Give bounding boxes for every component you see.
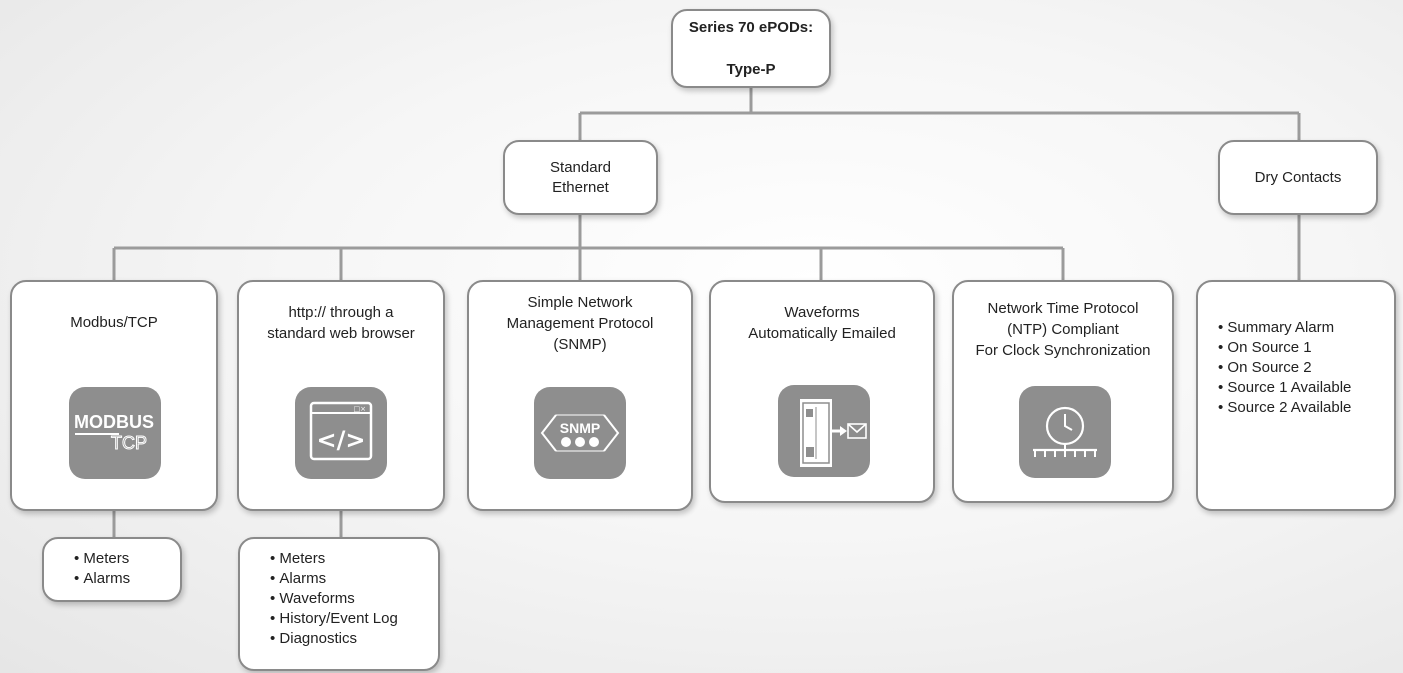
connector-group	[112, 88, 1301, 537]
cabinet-email-icon	[778, 385, 870, 477]
modbus-tcp-title: Modbus/TCP	[70, 314, 158, 331]
tcp-icon-text: TCP	[111, 433, 147, 453]
waveforms-title: Waveforms Automatically Emailed	[748, 304, 896, 342]
snmp-icon-text: SNMP	[560, 420, 600, 436]
snmp-card: Simple Network Management Protocol (SNMP…	[467, 280, 693, 511]
dry-contacts-list-card: Summary Alarm On Source 1 On Source 2 So…	[1196, 280, 1396, 511]
list-item: On Source 1	[1218, 338, 1351, 358]
dry-contacts-node: Dry Contacts	[1218, 140, 1378, 215]
standard-ethernet-label: Standard Ethernet	[550, 158, 611, 196]
list-item: Diagnostics	[270, 629, 398, 649]
http-features-list: Meters Alarms Waveforms History/Event Lo…	[270, 549, 398, 649]
modbus-features-box: Meters Alarms	[42, 537, 182, 602]
list-item: Meters	[270, 549, 398, 569]
list-item: Meters	[74, 549, 130, 569]
standard-ethernet-node: Standard Ethernet	[503, 140, 658, 215]
http-browser-card: http:// through a standard web browser _…	[237, 280, 445, 511]
list-item: Summary Alarm	[1218, 318, 1351, 338]
waveforms-card: Waveforms Automatically Emailed	[709, 280, 935, 503]
list-item: On Source 2	[1218, 358, 1351, 378]
http-features-box: Meters Alarms Waveforms History/Event Lo…	[238, 537, 440, 671]
window-controls: _□×	[349, 405, 366, 413]
http-browser-title: http:// through a standard web browser	[267, 304, 415, 342]
root-node: Series 70 ePODs: Type-P	[671, 9, 831, 88]
modbus-tcp-icon: MODBUS TCP	[69, 387, 161, 479]
ntp-title: Network Time Protocol (NTP) Compliant Fo…	[975, 300, 1151, 359]
modbus-icon-text: MODBUS	[74, 412, 154, 432]
list-item: Source 2 Available	[1218, 398, 1351, 418]
ntp-card: Network Time Protocol (NTP) Compliant Fo…	[952, 280, 1174, 503]
root-title-line2: Type-P	[726, 61, 776, 78]
snmp-title: Simple Network Management Protocol (SNMP…	[506, 294, 654, 353]
list-item: Alarms	[270, 569, 398, 589]
list-item: Waveforms	[270, 589, 398, 609]
list-item: Source 1 Available	[1218, 378, 1351, 398]
dry-contacts-list: Summary Alarm On Source 1 On Source 2 So…	[1218, 318, 1351, 418]
list-item: Alarms	[74, 569, 130, 589]
list-item: History/Event Log	[270, 609, 397, 629]
clock-icon	[1019, 386, 1111, 478]
dry-contacts-label: Dry Contacts	[1254, 168, 1342, 186]
modbus-tcp-card: Modbus/TCP MODBUS TCP	[10, 280, 218, 511]
root-title-line1: Series 70 ePODs:	[688, 19, 814, 36]
web-browser-code-icon: _□× </>	[295, 387, 387, 479]
code-glyph: </>	[317, 426, 366, 454]
snmp-icon: SNMP	[534, 387, 626, 479]
modbus-features-list: Meters Alarms	[74, 549, 130, 589]
